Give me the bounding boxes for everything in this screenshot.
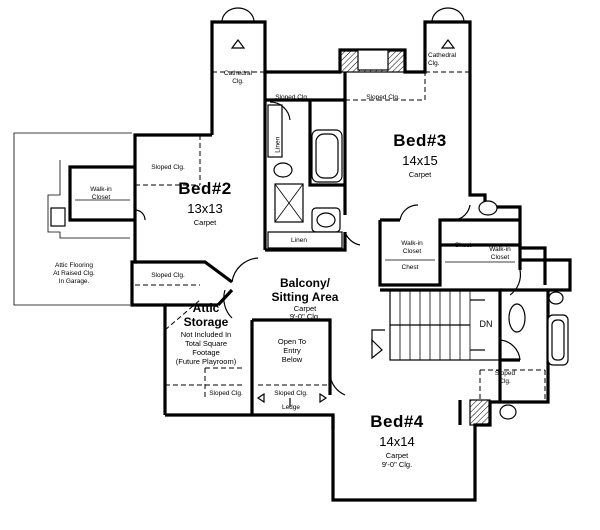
balcony-ceiling: 9'-0" Clg. <box>289 312 321 321</box>
walkin-bed3-1: Walk-in <box>401 240 423 247</box>
sloped-bath2-1: Sloped <box>494 370 516 377</box>
balcony-name-2: Sitting Area <box>271 290 339 304</box>
walkin-right-2: Closet <box>490 254 510 261</box>
attic-note-4: (Future Playroom) <box>175 357 237 366</box>
sloped-bath2-2: Clg. <box>499 378 511 385</box>
balcony-name-1: Balcony/ <box>279 276 330 290</box>
walkin-right-1: Walk-in <box>489 246 511 253</box>
chimney-hatch-2 <box>469 399 491 426</box>
bed4-ceiling: 9'-0" Clg. <box>381 460 413 469</box>
linen-horizontal: Linen <box>291 237 307 244</box>
sloped-open-label: Sloped Clg. <box>274 390 308 397</box>
cathedral-left-1: Cathedral <box>223 70 253 77</box>
cathedral-right-2: Clg. <box>428 60 440 67</box>
attic-note-2: Total Square <box>184 339 228 348</box>
cathedral-right-1: Cathedral <box>428 52 457 59</box>
linen-vertical: Linen <box>274 136 282 153</box>
stairs-dn-label: DN <box>479 319 493 329</box>
open-entry-2: Entry <box>283 346 301 355</box>
staircase <box>371 289 501 361</box>
bed4-size: 14x14 <box>379 434 415 449</box>
attic-note-3: Footage <box>192 348 220 357</box>
open-entry-1: Open To <box>277 337 307 346</box>
walkin-bed2-1: Walk-in <box>90 186 112 193</box>
garage-attic-outline <box>13 132 132 306</box>
garage-note-3: In Garage. <box>58 278 90 285</box>
sloped-ceiling-lines <box>135 71 546 400</box>
bath-fixtures <box>267 104 569 420</box>
sloped-bed2-label: Sloped Clg. <box>151 164 185 171</box>
bed3-name: Bed#3 <box>393 131 447 150</box>
bed4-floor: Carpet <box>385 451 409 460</box>
bay-windows <box>221 7 465 49</box>
sloped-attic-bottom-label: Sloped Clg. <box>209 390 243 397</box>
balcony-floor: Carpet <box>293 304 317 313</box>
bed2-floor: Carpet <box>193 218 217 227</box>
garage-note-2: At Raised Clg. <box>53 270 95 277</box>
attic-note-1: Not Included In <box>180 330 232 339</box>
sloped-bed3-label: Sloped Clg. <box>366 94 400 101</box>
attic-name-1: Attic <box>192 301 220 315</box>
open-entry-3: Below <box>281 355 303 364</box>
cathedral-left-2: Clg. <box>232 78 244 85</box>
fireplace-box <box>357 49 389 71</box>
bed2-name: Bed#2 <box>178 179 232 198</box>
chest-1: Chest <box>454 242 472 249</box>
closet-rods <box>50 199 515 263</box>
ledge-label: Ledge <box>281 404 301 411</box>
bed3-floor: Carpet <box>408 170 432 179</box>
chest-2: Chest <box>401 264 419 271</box>
attic-name-2: Storage <box>183 315 229 329</box>
sloped-attic-top-label: Sloped Clg. <box>151 272 185 279</box>
bed4-name: Bed#4 <box>370 412 424 431</box>
bed2-size: 13x13 <box>187 201 223 216</box>
garage-note-1: Attic Flooring <box>55 262 93 269</box>
walkin-bed3-2: Closet <box>402 248 422 255</box>
sloped-bath-label: Sloped Clg. <box>275 94 309 101</box>
door-swings <box>134 101 522 396</box>
walkin-bed2-2: Closet <box>91 194 111 201</box>
bed3-size: 14x15 <box>402 153 438 168</box>
ledge-markers <box>256 392 328 407</box>
